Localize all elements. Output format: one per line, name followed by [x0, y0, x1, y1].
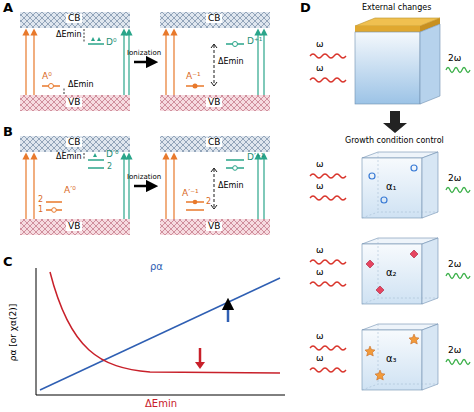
- frequency-label: ω: [316, 246, 324, 255]
- frequency-label: ω: [316, 64, 324, 73]
- frequency-label: 2ω: [448, 174, 461, 183]
- band-label: CB: [66, 14, 82, 23]
- level-number: 2: [107, 163, 112, 171]
- panel-letter: C: [3, 255, 13, 268]
- panel-letter: B: [3, 125, 13, 138]
- axis-label: ρα [or χα(2)]: [9, 303, 18, 360]
- frequency-label: ω: [316, 182, 324, 191]
- donor-label: D′⁰: [106, 150, 119, 159]
- energy-gap: ΔEmin: [56, 31, 82, 39]
- frequency-label: ω: [316, 268, 324, 277]
- band-label: CB: [66, 138, 82, 147]
- energy-gap: ΔEmin: [68, 81, 94, 89]
- process-label: Ionization: [127, 174, 161, 181]
- defect-label: α₂: [386, 268, 397, 278]
- energy-gap: ΔEmin: [218, 182, 244, 190]
- frequency-label: ω: [316, 354, 324, 363]
- frequency-label: ω: [316, 40, 324, 49]
- band-label: VB: [66, 98, 82, 107]
- energy-gap: ΔEmin: [218, 58, 244, 66]
- donor-label: D′⁺¹: [247, 153, 264, 162]
- panel-letter: A: [3, 1, 13, 14]
- acceptor-label: A⁰: [42, 72, 52, 81]
- band-label: CB: [206, 14, 222, 23]
- frequency-label: 2ω: [448, 346, 461, 355]
- acceptor-label: A⁻¹: [186, 72, 201, 81]
- acceptor-label: A′⁰: [64, 186, 76, 195]
- band-label: CB: [206, 138, 222, 147]
- step-label: External changes: [362, 4, 431, 12]
- curve-label: ΔEmin: [145, 399, 177, 409]
- step-label: Growth condition control: [345, 137, 444, 145]
- level-number: 2: [206, 198, 211, 206]
- band-label: VB: [206, 98, 222, 107]
- process-label: Ionization: [127, 50, 161, 57]
- acceptor-label: A′⁻¹: [182, 189, 199, 198]
- defect-label: α₁: [386, 182, 397, 192]
- donor-label: D⁺¹: [247, 37, 262, 46]
- band-label: VB: [66, 222, 82, 231]
- frequency-label: 2ω: [448, 260, 461, 269]
- level-number: 2: [38, 196, 43, 204]
- energy-gap: ΔEmin: [56, 153, 82, 161]
- frequency-label: 2ω: [448, 54, 461, 63]
- curve-label: ρα: [150, 262, 163, 272]
- panel-letter: D: [300, 1, 311, 14]
- defect-label: α₃: [386, 354, 397, 364]
- donor-label: D⁰: [106, 38, 117, 47]
- frequency-label: ω: [316, 160, 324, 169]
- frequency-label: ω: [316, 332, 324, 341]
- band-label: VB: [206, 222, 222, 231]
- level-number: 1: [38, 206, 43, 214]
